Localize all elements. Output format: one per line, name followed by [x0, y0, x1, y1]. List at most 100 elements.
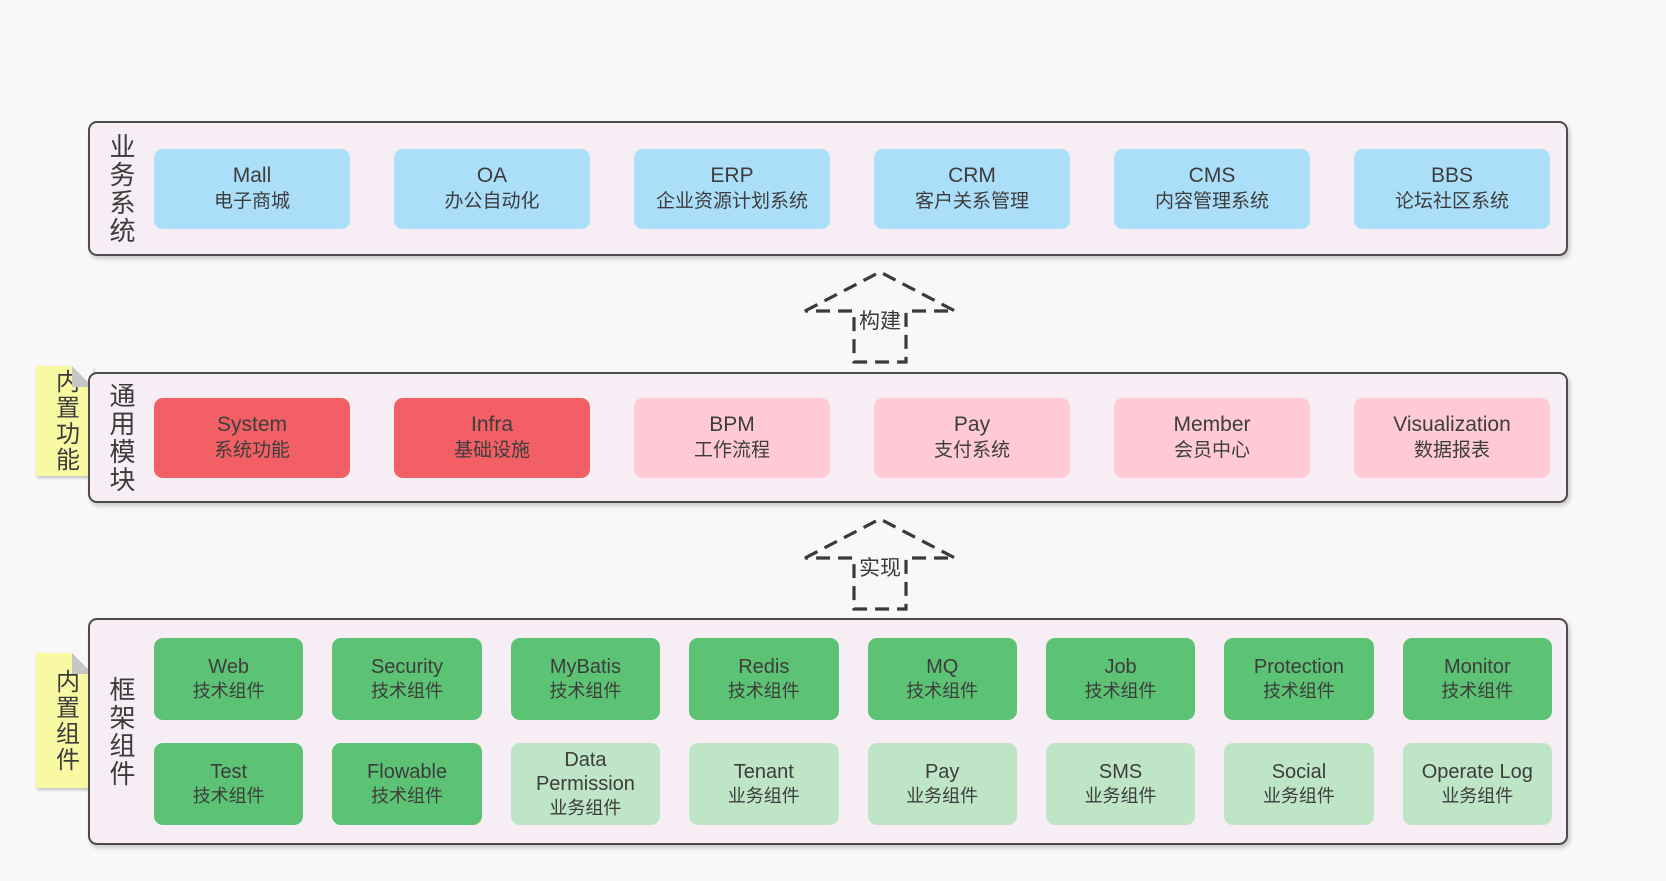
- box-bpm: BPM 工作流程: [634, 397, 830, 478]
- box-pay: Pay 支付系统: [874, 397, 1070, 478]
- layer-business-systems: 业务系统 Mall 电子商城 OA 办公自动化 ERP 企业资源计划系统 CRM…: [88, 121, 1568, 256]
- box-title: SMS: [1098, 761, 1143, 784]
- layer-label-text: 框架组件: [106, 675, 136, 788]
- box-job: Job 技术组件: [1045, 638, 1196, 720]
- box-pay-business: Pay 业务组件: [867, 743, 1017, 825]
- box-title: Operate Log: [1421, 761, 1533, 784]
- box-subtitle: 技术组件: [727, 680, 800, 701]
- box-subtitle: 数据报表: [1413, 440, 1490, 462]
- box-infra: Infra 基础设施: [394, 397, 590, 478]
- box-title: BBS: [1430, 164, 1474, 188]
- box-title: Flowable: [367, 761, 448, 784]
- box-subtitle: 技术组件: [1441, 680, 1514, 701]
- box-flowable: Flowable 技术组件: [332, 743, 482, 825]
- layer-framework-components: 框架组件 Web 技术组件 Security 技术组件 MyBatis 技术组件…: [88, 618, 1568, 845]
- box-erp: ERP 企业资源计划系统: [634, 148, 830, 229]
- box-subtitle: 技术组件: [371, 785, 444, 806]
- box-subtitle: 业务组件: [906, 785, 979, 806]
- box-title: OA: [476, 164, 508, 188]
- box-subtitle: 技术组件: [1084, 680, 1157, 701]
- box-subtitle: 技术组件: [371, 680, 444, 701]
- box-title: CRM: [948, 164, 996, 188]
- arrow-label: 实现: [856, 552, 904, 582]
- box-mybatis: MyBatis 技术组件: [510, 638, 661, 720]
- box-title: Mall: [232, 164, 272, 188]
- box-title: Monitor: [1443, 656, 1511, 679]
- box-subtitle: 技术组件: [192, 785, 265, 806]
- layer-label-business: 业务系统: [90, 123, 152, 254]
- box-title: Tenant: [733, 761, 794, 784]
- box-web: Web 技术组件: [154, 638, 304, 720]
- box-title: Infra: [470, 413, 514, 437]
- box-title: BPM: [709, 413, 755, 437]
- box-subtitle: 业务组件: [727, 785, 800, 806]
- arrow-build: 构建: [802, 269, 958, 365]
- box-title: Protection: [1253, 656, 1344, 679]
- arrow-implement: 实现: [802, 516, 958, 612]
- business-boxes-row: Mall 电子商城 OA 办公自动化 ERP 企业资源计划系统 CRM 客户关系…: [152, 123, 1566, 254]
- layer-common-modules: 通用模块 System 系统功能 Infra 基础设施 BPM 工作流程 Pay…: [88, 372, 1568, 503]
- box-security: Security 技术组件: [332, 638, 482, 720]
- box-subtitle: 技术组件: [906, 680, 979, 701]
- box-mq: MQ 技术组件: [867, 638, 1017, 720]
- box-title: Social: [1271, 761, 1327, 784]
- layer-label-text: 通用模块: [106, 381, 136, 494]
- box-subtitle: 企业资源计划系统: [655, 191, 808, 213]
- box-title: Web: [208, 656, 250, 679]
- box-subtitle: 电子商城: [213, 191, 290, 213]
- box-title: Member: [1173, 413, 1251, 437]
- box-subtitle: 系统功能: [213, 440, 290, 462]
- box-title: Data Permission: [535, 748, 635, 796]
- box-oa: OA 办公自动化: [394, 148, 590, 229]
- box-title: System: [216, 413, 287, 437]
- box-subtitle: 客户关系管理: [914, 191, 1029, 213]
- box-title: Security: [370, 656, 444, 679]
- box-cms: CMS 内容管理系统: [1114, 148, 1310, 229]
- box-mall: Mall 电子商城: [154, 148, 350, 229]
- layer-label-components: 框架组件: [90, 620, 152, 843]
- sticky-note-label: 内置组件: [51, 668, 79, 773]
- arrow-label: 构建: [856, 305, 904, 335]
- box-title: Pay: [924, 761, 960, 784]
- box-title: ERP: [710, 164, 754, 188]
- components-boxes-grid: Web 技术组件 Security 技术组件 MyBatis 技术组件 Redi…: [152, 620, 1566, 843]
- sticky-note-builtin-features: 内置功能: [36, 366, 93, 476]
- box-subtitle: 基础设施: [453, 440, 530, 462]
- box-data-permission: Data Permission 业务组件: [510, 743, 661, 825]
- box-title: Test: [210, 761, 248, 784]
- box-subtitle: 内容管理系统: [1154, 191, 1269, 213]
- box-subtitle: 会员中心: [1173, 440, 1250, 462]
- box-subtitle: 业务组件: [549, 797, 622, 818]
- box-subtitle: 技术组件: [549, 680, 622, 701]
- box-visualization: Visualization 数据报表: [1354, 397, 1550, 478]
- layer-label-modules: 通用模块: [90, 374, 152, 501]
- box-subtitle: 支付系统: [933, 440, 1010, 462]
- box-system: System 系统功能: [154, 397, 350, 478]
- box-subtitle: 办公自动化: [444, 191, 540, 213]
- box-subtitle: 业务组件: [1441, 785, 1514, 806]
- dashed-up-arrow-icon: [804, 270, 956, 364]
- box-subtitle: 业务组件: [1084, 785, 1157, 806]
- box-subtitle: 论坛社区系统: [1394, 191, 1509, 213]
- box-subtitle: 工作流程: [693, 440, 770, 462]
- box-test: Test 技术组件: [154, 743, 304, 825]
- box-subtitle: 技术组件: [192, 680, 265, 701]
- box-title: MQ: [926, 656, 959, 679]
- box-title: Visualization: [1393, 413, 1511, 437]
- sticky-note-label: 内置功能: [51, 369, 79, 473]
- sticky-note-builtin-components: 内置组件: [36, 653, 93, 788]
- box-protection: Protection 技术组件: [1224, 638, 1374, 720]
- box-bbs: BBS 论坛社区系统: [1354, 148, 1550, 229]
- modules-boxes-row: System 系统功能 Infra 基础设施 BPM 工作流程 Pay 支付系统…: [152, 374, 1566, 501]
- box-redis: Redis 技术组件: [689, 638, 839, 720]
- box-social: Social 业务组件: [1224, 743, 1374, 825]
- box-monitor: Monitor 技术组件: [1402, 638, 1552, 720]
- box-operate-log: Operate Log 业务组件: [1402, 743, 1552, 825]
- box-title: MyBatis: [549, 656, 621, 679]
- box-title: Job: [1104, 656, 1137, 679]
- dashed-up-arrow-icon: [804, 517, 956, 611]
- box-crm: CRM 客户关系管理: [874, 148, 1070, 229]
- box-tenant: Tenant 业务组件: [689, 743, 839, 825]
- box-subtitle: 技术组件: [1262, 680, 1335, 701]
